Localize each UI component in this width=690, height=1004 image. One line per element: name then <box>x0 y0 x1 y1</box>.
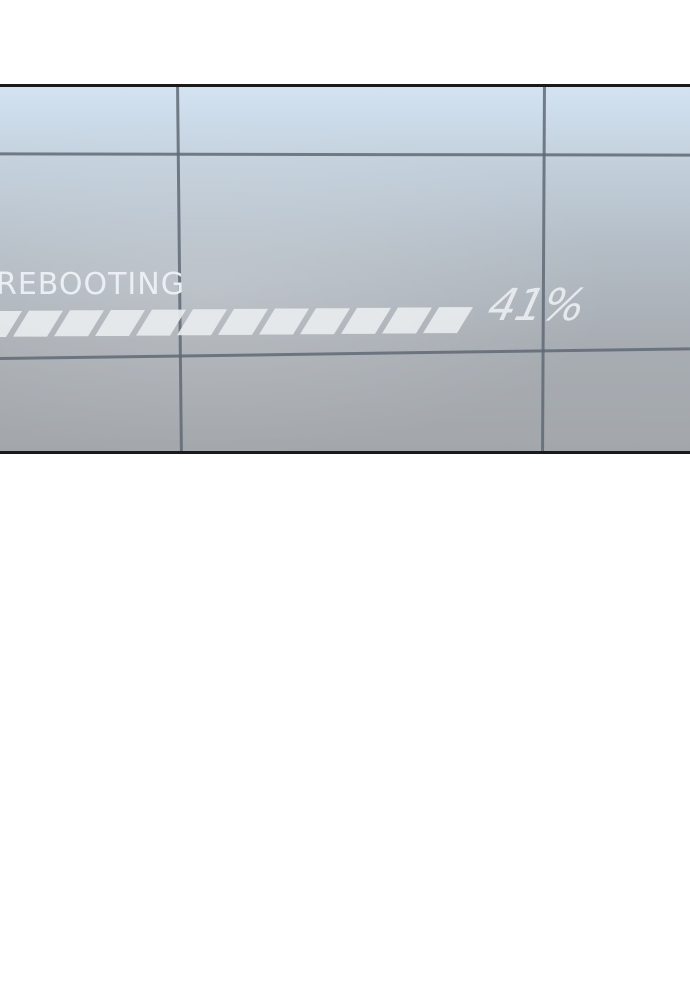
progress-segment <box>259 308 309 335</box>
progress-segment <box>136 309 186 336</box>
rebooting-label: REBOOTING <box>0 267 185 302</box>
progress-segment <box>341 307 391 334</box>
reboot-screen-panel: REBOOTING 41% <box>0 84 690 454</box>
progress-segment <box>0 311 22 337</box>
progress-percent: 41% <box>482 280 591 331</box>
progress-segment <box>177 309 227 336</box>
progress-segment <box>423 307 473 334</box>
progress-segment <box>382 307 432 334</box>
progress-segment <box>13 310 63 337</box>
progress-segment <box>95 309 145 336</box>
progress-segment <box>300 308 350 335</box>
progress-segment <box>218 308 268 335</box>
background-haze <box>0 87 690 451</box>
progress-bar-segments <box>0 307 473 337</box>
progress-bar <box>0 301 500 345</box>
progress-segment <box>54 310 104 337</box>
